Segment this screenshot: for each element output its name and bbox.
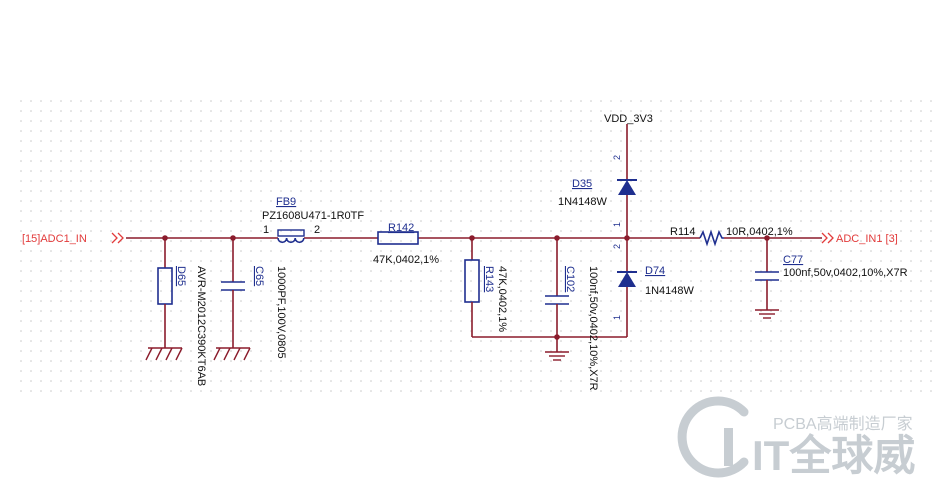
d74-diode-symbol bbox=[617, 271, 637, 287]
d74-pin-top: 2 bbox=[612, 244, 622, 249]
d65-value: AVR-M2012C390KT6AB bbox=[195, 266, 207, 386]
d65-ref: D65 bbox=[175, 266, 187, 286]
d35-diode-symbol bbox=[617, 179, 637, 195]
fb9-pin1: 1 bbox=[263, 224, 269, 236]
d74-value: 1N4148W bbox=[645, 285, 695, 297]
net-label-input: [15]ADC1_IN bbox=[22, 233, 87, 245]
dot-grid bbox=[20, 100, 940, 400]
d35-pin-top: 2 bbox=[612, 155, 622, 160]
r114-ref: R114 bbox=[670, 226, 695, 238]
output-port-arrow bbox=[821, 232, 834, 244]
fb9-value: PZ1608U471-1R0TF bbox=[262, 210, 364, 222]
r114-value: 10R,0402,1% bbox=[726, 226, 793, 238]
junction-dot bbox=[554, 334, 560, 340]
junction-dot bbox=[469, 235, 475, 241]
ground-symbol-c65 bbox=[213, 347, 251, 361]
c65-value: 1000PF,100V,0805 bbox=[275, 266, 287, 359]
fb9-ref: FB9 bbox=[276, 196, 296, 208]
d35-value: 1N4148W bbox=[558, 196, 608, 208]
d74-ref: D74 bbox=[645, 265, 665, 277]
junction-dot bbox=[764, 235, 770, 241]
c102-ref: C102 bbox=[564, 266, 576, 292]
watermark-logo bbox=[677, 396, 749, 478]
c65-ref: C65 bbox=[253, 266, 265, 286]
r143-value: 47K,0402,1% bbox=[496, 266, 508, 332]
r142-value: 47K,0402,1% bbox=[373, 254, 439, 266]
net-label-supply: VDD_3V3 bbox=[604, 113, 653, 125]
watermark-brand: IT全球威 bbox=[752, 432, 915, 479]
junction-dot bbox=[624, 235, 630, 241]
c102-value: 100nf,50v,0402,10%,X7R bbox=[587, 266, 599, 391]
junction-dot bbox=[230, 235, 236, 241]
r143-ref: R143 bbox=[483, 266, 495, 292]
d35-pin-bottom: 1 bbox=[612, 222, 622, 227]
r114-zigzag bbox=[699, 229, 724, 247]
fb9-pin2: 2 bbox=[314, 224, 320, 236]
d35-ref: D35 bbox=[572, 178, 592, 190]
watermark-subtitle: PCBA高端制造厂家 bbox=[773, 415, 913, 433]
watermark-bar-icon bbox=[724, 428, 733, 466]
junction-dot bbox=[162, 235, 168, 241]
watermark-ring-icon bbox=[677, 396, 749, 478]
junction-dot bbox=[554, 235, 560, 241]
r142-body bbox=[377, 231, 419, 245]
fb9-ferrite-bead bbox=[277, 229, 305, 244]
c77-ref: C77 bbox=[783, 254, 803, 266]
d74-pin-bottom: 1 bbox=[612, 315, 622, 320]
r142-ref: R142 bbox=[388, 222, 414, 234]
input-port-arrow bbox=[111, 232, 124, 244]
ground-symbol-c102 bbox=[545, 351, 569, 361]
ground-symbol-d65 bbox=[145, 347, 183, 361]
ground-symbol-c77 bbox=[755, 309, 779, 319]
c77-value: 100nf,50v,0402,10%,X7R bbox=[783, 267, 908, 279]
net-label-output: ADC_IN1 [3] bbox=[836, 233, 898, 245]
